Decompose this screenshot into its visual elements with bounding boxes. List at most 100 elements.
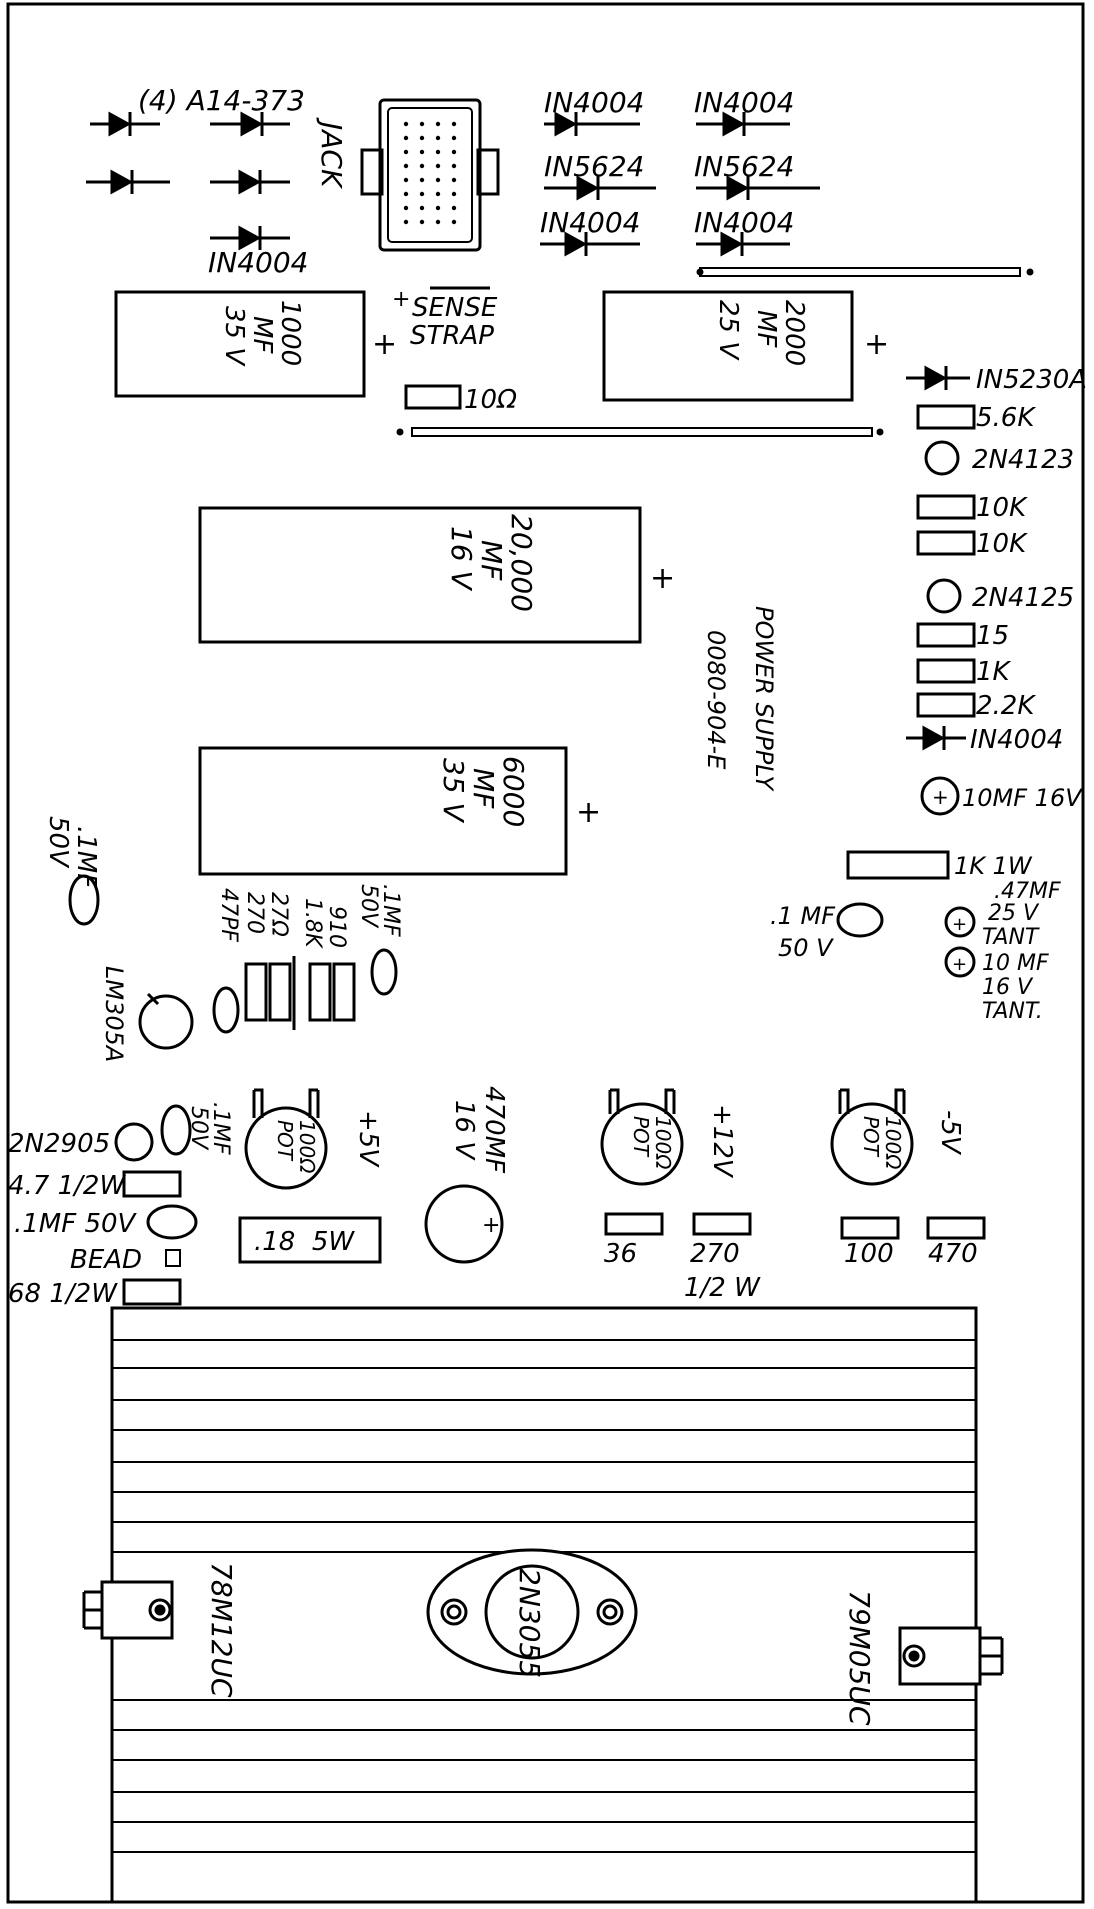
cap470-l2: 16 V [449, 1100, 479, 1161]
connector-pin [419, 135, 425, 141]
connector-pin [403, 135, 409, 141]
bottom-resistors [604, 1212, 986, 1240]
diode-label-in4004-left: IN4004 [208, 246, 308, 279]
connector-pin [403, 191, 409, 197]
pot-5-l1: 100Ω [881, 1116, 905, 1170]
connector-pin [419, 149, 425, 155]
diode-label-r1-left: IN4004 [544, 86, 644, 119]
connector-pin [419, 121, 425, 127]
svg-text:16 V: 16 V [445, 526, 478, 592]
connector-pin [419, 205, 425, 211]
right-column [836, 365, 976, 978]
connector-pin [403, 219, 409, 225]
label-50v: 50 V [778, 934, 834, 962]
pot-plus5v [244, 1088, 328, 1190]
label-in4004-right: IN4004 [970, 725, 1063, 755]
diode-label-r3-left: IN4004 [540, 206, 640, 239]
connector-pin [403, 177, 409, 183]
board-part-number: 0080-904-E [702, 630, 730, 770]
capacitor-6000mf: 6000 MF 35 V [198, 746, 568, 876]
connector-pin [435, 177, 441, 183]
pot5-l1: 100Ω [295, 1120, 319, 1174]
diode-label-r2-right: IN5624 [694, 150, 794, 183]
svg-text:MF: MF [467, 768, 500, 809]
tant2-plus: + [952, 954, 967, 975]
tant1-l2: 25 V [988, 901, 1040, 926]
cap470-l1: 470MF [479, 1086, 509, 1174]
connector-pin [419, 219, 425, 225]
capacitor-01mf-50v [146, 1204, 198, 1240]
label-01mf: .1 MF [770, 902, 836, 930]
resistor-68 [122, 1278, 182, 1306]
bead [165, 1249, 181, 1267]
label-10k-a: 10K [976, 493, 1028, 523]
connector-pin [435, 219, 441, 225]
transistor-2n3055 [426, 1548, 638, 1676]
label-5-6k: 5.6K [976, 403, 1036, 433]
diode-group-a14-373 [86, 111, 290, 251]
capacitor-470mf [424, 1184, 504, 1264]
connector-pin [403, 121, 409, 127]
label-1k: 1K [976, 657, 1012, 687]
label-4-7: 4.7 1/2W [8, 1171, 126, 1201]
capacitor-01mf-vert [370, 948, 398, 996]
edge-01mf-l2: 50V [43, 816, 73, 869]
diode-label-r2-left: IN5624 [544, 150, 644, 183]
label-vert2-50v: 50V [186, 1106, 211, 1151]
label-2n4125: 2N4125 [972, 583, 1074, 613]
edge-01mf-l1: .1MF [71, 826, 101, 889]
pot12-l1: 100Ω [651, 1116, 675, 1170]
label-plus5v: +5V [353, 1110, 383, 1168]
label-plus12v: +12V [707, 1104, 737, 1179]
capacitor-vert2 [160, 1104, 192, 1156]
tant2-l2: 16 V [982, 975, 1034, 1000]
connector-pin [451, 135, 457, 141]
label-2n3055: 2N3055 [513, 1568, 546, 1678]
pot-plus12v [600, 1088, 684, 1186]
label-bead: BEAD [70, 1245, 142, 1275]
resistor-pair [244, 956, 356, 1030]
label-10mf-16v: 10MF 16V [962, 784, 1083, 812]
capacitor-6000-plus: + [576, 795, 601, 830]
label-910: 910 [324, 906, 349, 948]
label-018-5w: .18 5W [254, 1227, 355, 1257]
sense-strap-plus: + [392, 287, 410, 312]
tant1-plus: + [952, 914, 967, 935]
connector-pin [451, 205, 457, 211]
ic-lm305a [138, 994, 194, 1050]
svg-text:MF: MF [247, 316, 277, 354]
capacitor-2000-plus: + [864, 327, 889, 362]
connector-pin [419, 177, 425, 183]
connector-pin [435, 205, 441, 211]
pot-minus5v [830, 1088, 914, 1186]
label-2-2k: 2.2K [976, 691, 1036, 721]
capacitor-20000-plus: + [650, 561, 675, 596]
connector-pin [451, 121, 457, 127]
label-78m12uc: 78M12UC [205, 1562, 238, 1698]
svg-text:6000: 6000 [497, 756, 530, 827]
tant2-l1: 10 MF [982, 951, 1049, 976]
label-plus-10mf: + [932, 785, 949, 809]
capacitor-1000-plus: + [372, 327, 397, 362]
label-36: 36 [604, 1239, 637, 1269]
svg-text:1000: 1000 [275, 300, 305, 366]
svg-text:35 V: 35 V [437, 758, 470, 824]
board-title: POWER SUPPLY [750, 606, 778, 792]
label-in5230a: IN5230A [976, 365, 1087, 395]
label-15: 15 [976, 621, 1009, 651]
resistor-4-7 [122, 1170, 182, 1198]
diode-label-r1-right: IN4004 [694, 86, 794, 119]
connector-pin [403, 163, 409, 169]
svg-text:MF: MF [475, 540, 508, 581]
label-2n4123: 2N4123 [972, 445, 1074, 475]
capacitor-1000mf: 1000 MF 35 V [114, 290, 366, 398]
label-1k-1w: 1K 1W [954, 852, 1033, 880]
connector-pin [435, 163, 441, 169]
label-27ohm: 27Ω [266, 892, 291, 937]
connector-pin [451, 219, 457, 225]
tant1-l3: TANT [982, 925, 1040, 950]
label-470: 470 [928, 1239, 978, 1269]
capacitor-01mf-edge [68, 874, 100, 926]
connector-pin [451, 163, 457, 169]
